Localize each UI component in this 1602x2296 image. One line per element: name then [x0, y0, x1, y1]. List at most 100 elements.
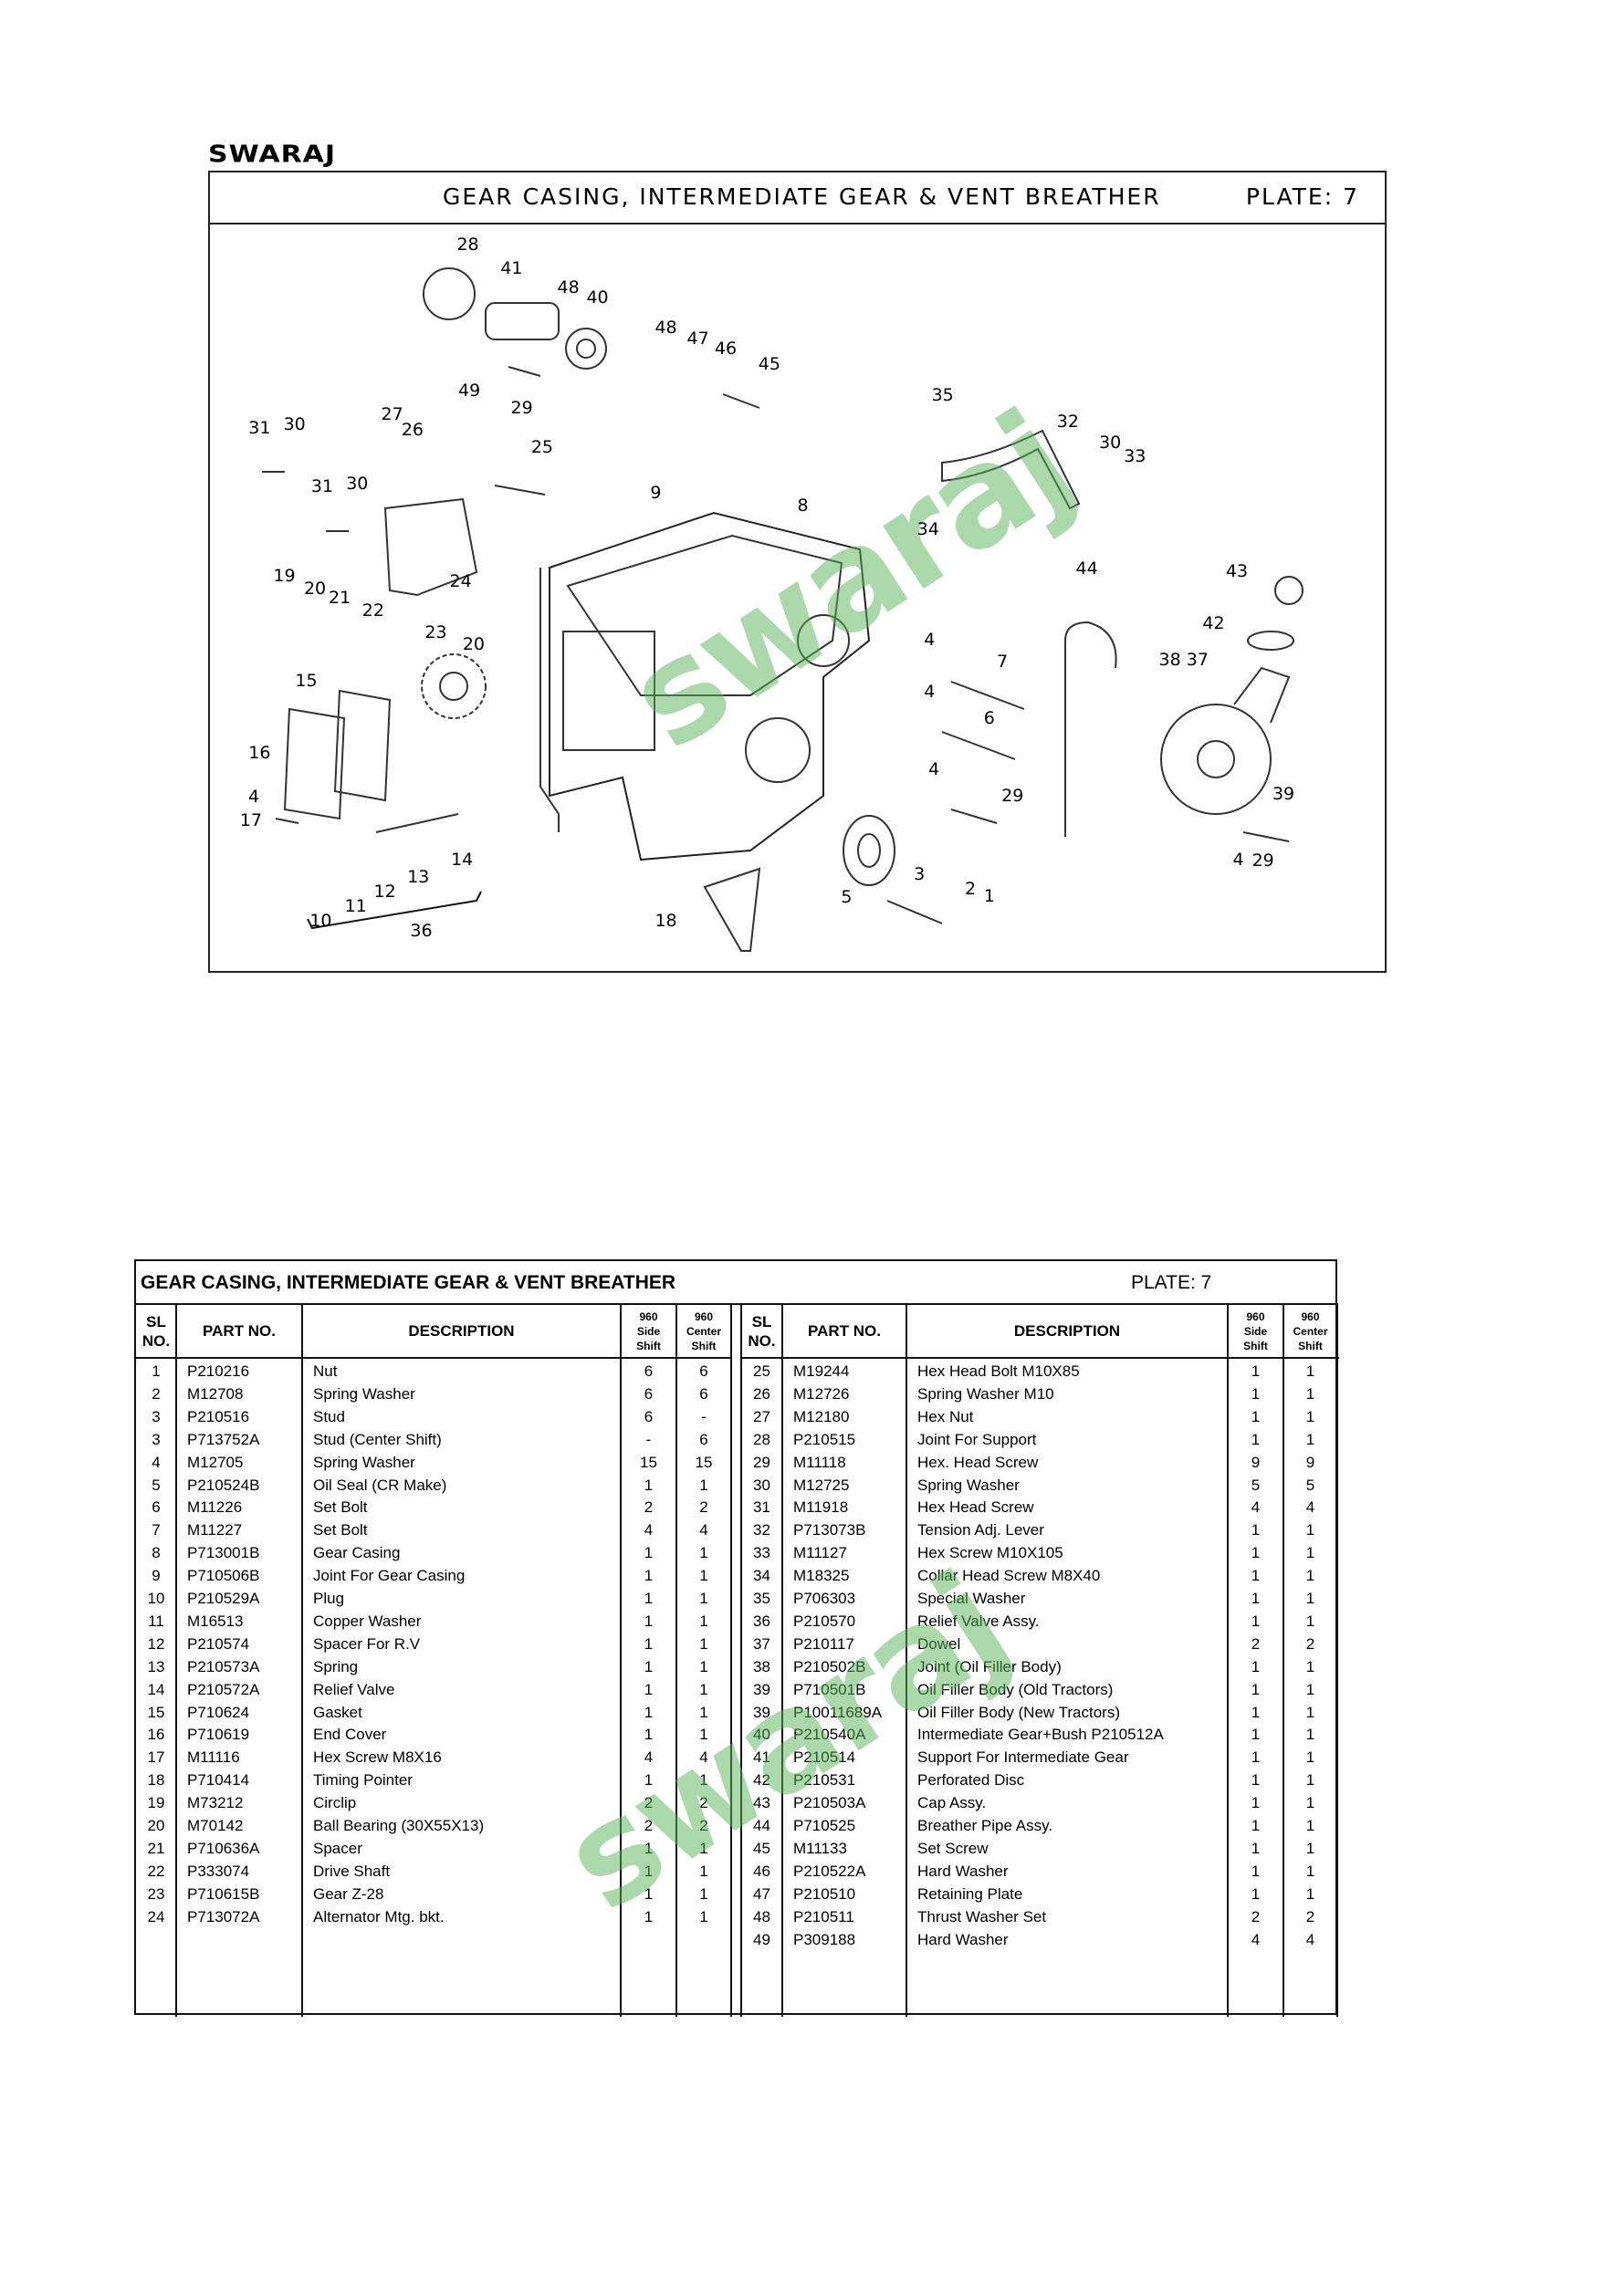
cell-description: Spacer For R.V: [313, 1634, 421, 1653]
callout-number: 43: [1225, 560, 1249, 581]
cell-sl-no: 22: [147, 1862, 165, 1880]
table-plate-number: PLATE: 7: [1131, 1272, 1212, 1293]
header-divider: [741, 1357, 1339, 1359]
callout-number: 17: [239, 809, 262, 830]
callout-number: 24: [449, 571, 472, 591]
cell-sl-no: 3: [152, 1430, 161, 1448]
diagram-title: GEAR CASING, INTERMEDIATE GEAR & VENT BR…: [443, 183, 1161, 210]
cell-sl-no: 34: [753, 1567, 770, 1585]
cell-sl-no: 42: [753, 1771, 770, 1790]
cell-sl-no: 25: [753, 1362, 770, 1380]
column-divider: [1336, 1303, 1338, 2017]
exploded-parts-drawing: [262, 267, 1304, 952]
cell-qty-center-shift: 1: [1305, 1430, 1315, 1448]
cell-sl-no: 13: [147, 1657, 165, 1675]
column-divider: [675, 1303, 677, 2017]
bolts: [262, 366, 1290, 924]
header-text: PART NO.: [808, 1322, 881, 1340]
swaraj-logo: SWARAJ: [208, 141, 337, 169]
cell-part-no: M12180: [793, 1407, 850, 1425]
callout-number: 27: [381, 403, 403, 424]
callout-number: 4: [928, 758, 940, 779]
callout-number: 7: [997, 651, 1009, 672]
cell-qty-side-shift: 1: [644, 1839, 654, 1857]
cell-sl-no: 36: [753, 1612, 770, 1630]
cell-qty-center-shift: 2: [699, 1794, 708, 1812]
cell-description: Oil Filler Body (Old Tractors): [917, 1680, 1114, 1698]
cell-qty-side-shift: 1: [1251, 1384, 1261, 1403]
timing-pointer: [703, 867, 761, 952]
cell-qty-side-shift: 2: [644, 1794, 654, 1812]
cell-description: Oil Seal (CR Make): [313, 1476, 447, 1494]
cell-qty-center-shift: 1: [1305, 1612, 1315, 1630]
cell-part-no: P210510: [793, 1884, 856, 1903]
cell-qty-center-shift: 2: [699, 1817, 708, 1834]
callout-number: 38: [1158, 650, 1181, 671]
cell-part-no: P710525: [793, 1817, 856, 1834]
oil-seal: [843, 815, 895, 886]
cell-description: Retaining Plate: [917, 1884, 1023, 1903]
cell-sl-no: 46: [753, 1862, 770, 1880]
callout-number: 18: [654, 910, 677, 931]
cell-description: Gear Z-28: [313, 1884, 384, 1903]
cell-qty-center-shift: 1: [1305, 1384, 1315, 1403]
cell-description: Hard Washer: [917, 1862, 1009, 1880]
tension-adj-lever: [941, 429, 1081, 510]
cell-qty-center-shift: 4: [1305, 1498, 1315, 1517]
cell-part-no: P706303: [793, 1590, 856, 1607]
callout-number: 15: [295, 670, 318, 691]
header-text: 960: [694, 1310, 714, 1323]
cell-description: Support For Intermediate Gear: [917, 1748, 1129, 1767]
cell-qty-side-shift: 1: [1251, 1407, 1261, 1425]
callout-number: 22: [361, 600, 384, 621]
cell-description: Hex Head Bolt M10X85: [917, 1362, 1080, 1380]
cell-qty-side-shift: 1: [1251, 1862, 1261, 1880]
cell-part-no: P710615B: [187, 1884, 260, 1903]
cell-description: Stud: [313, 1407, 345, 1425]
cell-sl-no: 29: [753, 1453, 770, 1471]
cell-qty-center-shift: 1: [699, 1567, 708, 1585]
cell-qty-center-shift: -: [701, 1407, 707, 1425]
header-text: Center: [1293, 1324, 1328, 1338]
column-divider: [1227, 1303, 1229, 2017]
cell-qty-side-shift: 1: [1251, 1362, 1261, 1380]
cell-qty-center-shift: 1: [1305, 1680, 1315, 1698]
cell-qty-side-shift: 4: [644, 1748, 654, 1767]
header-text: Shift: [1243, 1339, 1268, 1352]
cell-sl-no: 24: [147, 1907, 165, 1926]
callout-number: 41: [500, 257, 523, 278]
cell-description: Hex. Head Screw: [917, 1453, 1039, 1471]
cell-qty-center-shift: 1: [699, 1612, 708, 1630]
cell-part-no: P210572A: [187, 1680, 260, 1698]
callout-number: 4: [924, 682, 936, 703]
cell-qty-side-shift: 1: [1251, 1590, 1261, 1607]
header-divider: [136, 1357, 731, 1359]
header-text: 960: [639, 1310, 658, 1323]
callout-number: 6: [983, 707, 995, 728]
cell-qty-side-shift: 6: [644, 1362, 654, 1380]
callout-number: 32: [1056, 411, 1079, 432]
cell-sl-no: 39: [753, 1680, 770, 1698]
cell-description: Hard Washer: [917, 1930, 1009, 1948]
header-text: NO.: [141, 1331, 171, 1350]
cell-qty-side-shift: 1: [1251, 1521, 1261, 1539]
cell-description: Spring Washer M10: [917, 1384, 1054, 1403]
callout-number: 46: [714, 338, 738, 359]
callout-number: 29: [1001, 785, 1024, 806]
header-text: DESCRIPTION: [408, 1322, 515, 1340]
cell-sl-no: 1: [152, 1362, 161, 1380]
cell-sl-no: 9: [152, 1567, 161, 1585]
cell-sl-no: 21: [147, 1839, 165, 1857]
callout-number: 31: [248, 418, 271, 439]
cell-part-no: P210570: [793, 1612, 856, 1630]
cell-part-no: M12725: [793, 1476, 850, 1494]
cell-qty-center-shift: 1: [1305, 1748, 1315, 1767]
cell-sl-no: 17: [147, 1748, 165, 1767]
cell-sl-no: 47: [753, 1884, 770, 1903]
column-divider: [740, 1303, 742, 2017]
cell-qty-side-shift: 1: [1251, 1884, 1261, 1903]
callout-number: 45: [758, 354, 780, 375]
cell-qty-side-shift: 1: [644, 1680, 654, 1698]
cell-sl-no: 10: [147, 1590, 165, 1607]
